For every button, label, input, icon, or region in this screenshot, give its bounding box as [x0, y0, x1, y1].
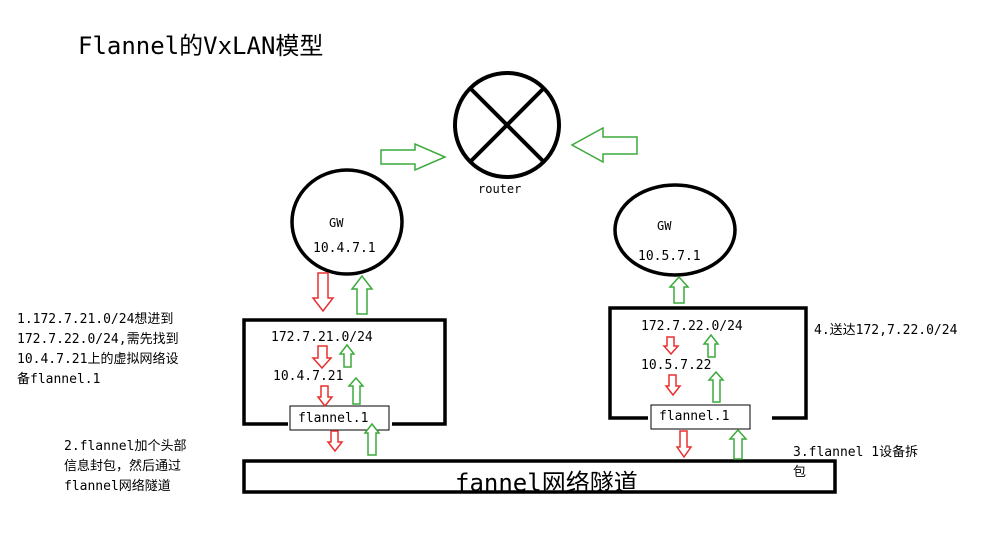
- right-gw-label: GW: [657, 219, 672, 233]
- right-host-ip: 10.5.7.22: [641, 358, 712, 373]
- arrow-to-router-right-icon: [570, 126, 638, 164]
- note-step-3: 3.flannel 1设备拆 包: [793, 445, 919, 480]
- arrow-up-green-icon: [668, 275, 690, 304]
- arrow-up-green-icon: [338, 343, 356, 368]
- arrow-up-green-icon: [363, 422, 381, 456]
- router-label: router: [478, 182, 522, 196]
- arrow-up-green-icon: [347, 376, 365, 405]
- arrow-down-red-icon: [311, 272, 335, 313]
- left-flannel-label: flannel.1: [298, 411, 369, 426]
- note-step-1: 1.172.7.21.0/24想进到 172.7.22.0/24,需先找到 10…: [17, 312, 179, 387]
- arrow-down-red-icon: [326, 430, 344, 453]
- arrow-down-red-icon: [662, 336, 680, 356]
- left-gw-ellipse: [290, 168, 404, 276]
- arrow-up-green-icon: [707, 370, 725, 403]
- page-title: Flannel的VxLAN模型: [78, 32, 324, 60]
- arrow-to-router-left-icon: [380, 142, 447, 172]
- arrow-down-red-icon: [664, 374, 682, 397]
- arrow-up-green-icon: [350, 274, 374, 315]
- right-flannel-label: flannel.1: [659, 409, 730, 424]
- right-host-box: [608, 306, 808, 420]
- tunnel-bar: [242, 459, 837, 494]
- right-gw-ellipse: [613, 183, 737, 277]
- right-flannel-device: [650, 404, 751, 430]
- arrow-down-red-icon: [311, 345, 333, 370]
- note-step-2: 2.flannel加个头部 信息封包，然后通过 flannel网络隧道: [64, 439, 187, 494]
- note-step-4: 4.送达172,7.22.0/24: [814, 323, 958, 338]
- right-host-subnet: 172.7.22.0/24: [641, 319, 743, 334]
- tunnel-label: fannel网络隧道: [455, 469, 638, 497]
- arrow-up-green-icon: [728, 428, 748, 460]
- left-host-subnet: 172.7.21.0/24: [271, 330, 373, 345]
- arrow-up-green-icon: [702, 333, 720, 358]
- arrow-down-red-icon: [316, 385, 334, 408]
- router-x-icon: [453, 71, 561, 179]
- left-gw-label: GW: [329, 216, 344, 230]
- left-gw-ip: 10.4.7.1: [313, 241, 376, 256]
- left-host-ip: 10.4.7.21: [273, 369, 344, 384]
- arrow-down-red-icon: [675, 430, 693, 459]
- left-host-box: [242, 318, 447, 426]
- right-gw-ip: 10.5.7.1: [638, 249, 701, 264]
